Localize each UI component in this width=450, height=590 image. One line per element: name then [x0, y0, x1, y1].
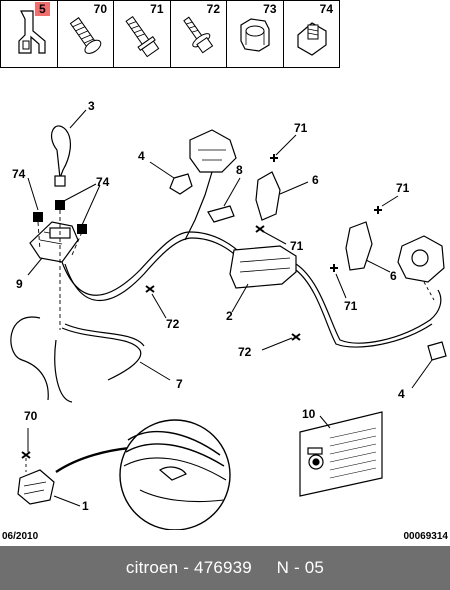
part-1-handle-bracket: [17, 469, 55, 505]
caliper-left: [189, 129, 237, 173]
flange-screw-icon: [182, 16, 213, 54]
part-ref: 74: [319, 2, 333, 16]
callout-6: 6: [312, 173, 319, 187]
callout-6: 6: [390, 269, 397, 283]
part-ref: 70: [93, 2, 107, 16]
part-cell-74[interactable]: 74: [284, 1, 340, 67]
callout-74: 74: [12, 167, 26, 181]
part-cell-71[interactable]: 71: [114, 1, 171, 67]
part-7-cable: [61, 327, 142, 381]
fixing-74-a: [33, 212, 43, 222]
part-2-actuator: [229, 245, 297, 289]
footer-doc-number: 00069314: [403, 531, 449, 542]
hook-bracket-icon: [18, 10, 46, 54]
callout-70: 70: [24, 409, 38, 423]
callout-4: 4: [138, 149, 145, 163]
part-6-bracket-top: [255, 171, 281, 221]
callout-74: 74: [96, 175, 110, 189]
callout-71: 71: [294, 121, 308, 135]
screw-icon: [69, 17, 101, 54]
callout-1: 1: [82, 499, 89, 513]
bolt-icon: [125, 15, 160, 58]
footer-date: 06/2010: [2, 531, 39, 542]
part-ref: 5: [35, 2, 50, 16]
part-ref: 73: [263, 2, 277, 16]
callout-4: 4: [398, 387, 405, 401]
part-cell-70[interactable]: 70: [58, 1, 114, 67]
clip-nut-icon: [296, 22, 327, 56]
part-cell-73[interactable]: 73: [227, 1, 284, 67]
callout-2: 2: [226, 309, 233, 323]
callout-72: 72: [238, 345, 252, 359]
part-cell-5[interactable]: 5: [1, 1, 58, 67]
part-6-bracket-right: [345, 221, 373, 271]
callout-3: 3: [88, 99, 95, 113]
nut-icon: [240, 18, 270, 52]
callout-71: 71: [290, 239, 304, 253]
callout-7: 7: [176, 377, 183, 391]
part-4-clip-bottom: [427, 341, 447, 361]
fixing-74-b: [55, 200, 65, 210]
fixing-74-c: [77, 224, 87, 234]
part-10-label: [299, 411, 383, 497]
part-8-bracket: [207, 205, 235, 223]
parts-bar: 5 70 71: [0, 0, 340, 68]
part-3-strap: [51, 125, 72, 179]
callout-10: 10: [302, 407, 316, 421]
caption-bar: citroen - 476939 N - 05: [0, 546, 450, 590]
part-4-clip-top: [169, 173, 193, 195]
part-ref: 72: [206, 2, 220, 16]
callout-72: 72: [166, 317, 180, 331]
part-ref: 71: [150, 2, 164, 16]
callout-71: 71: [344, 299, 358, 313]
callout-71: 71: [396, 181, 410, 195]
exploded-parts-diagram: 3 4 8 71 6 74 74 71 9 71 6 71 72 2 72 7 …: [10, 99, 447, 530]
callout-8: 8: [236, 163, 243, 177]
caption-text: citroen - 476939 N - 05: [125, 558, 325, 577]
part-cell-72[interactable]: 72: [171, 1, 227, 67]
callout-9: 9: [16, 277, 23, 291]
